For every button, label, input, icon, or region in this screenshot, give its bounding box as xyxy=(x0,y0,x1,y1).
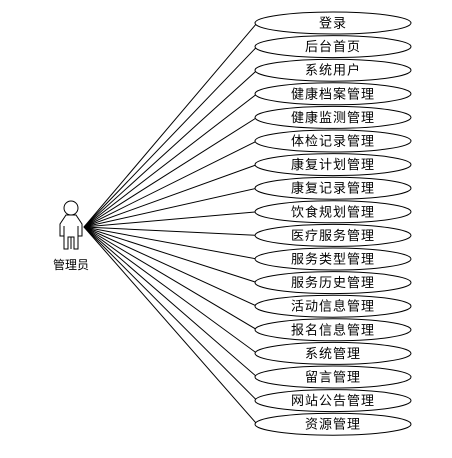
use-case-label: 网站公告管理 xyxy=(291,394,375,409)
association-line xyxy=(83,226,258,307)
use-case-ellipse xyxy=(254,389,412,413)
use-case-label: 报名信息管理 xyxy=(291,322,375,338)
use-case: 后台首页 xyxy=(254,35,412,59)
association-line xyxy=(83,22,258,228)
association-line xyxy=(83,226,258,354)
use-case-ellipse xyxy=(254,153,412,177)
use-case-ellipse xyxy=(254,11,412,35)
use-case: 活动信息管理 xyxy=(254,294,412,318)
association-line xyxy=(83,140,258,228)
use-case-label: 后台首页 xyxy=(305,40,361,55)
association-line xyxy=(83,46,258,228)
use-case: 康复记录管理 xyxy=(254,176,412,200)
use-case-label: 饮食规划管理 xyxy=(291,204,375,220)
association-line xyxy=(83,226,258,236)
association-line xyxy=(83,226,258,331)
association-line xyxy=(83,93,258,228)
use-case-ellipse xyxy=(254,412,412,436)
use-case-ellipse xyxy=(254,318,412,342)
association-line xyxy=(83,226,258,260)
use-case: 饮食规划管理 xyxy=(254,200,412,224)
use-case-label: 服务历史管理 xyxy=(291,275,375,291)
use-case-label: 留言管理 xyxy=(305,371,361,386)
use-case: 登录 xyxy=(254,11,412,35)
association-line xyxy=(83,226,258,425)
use-case-label: 服务类型管理 xyxy=(291,252,375,268)
use-case-ellipse xyxy=(254,129,412,153)
use-case-label: 登录 xyxy=(319,17,347,32)
use-case-label: 活动信息管理 xyxy=(291,299,375,315)
use-case-label: 康复记录管理 xyxy=(291,181,375,197)
use-case: 系统用户 xyxy=(254,58,412,82)
use-case: 体检记录管理 xyxy=(254,129,412,153)
use-case: 网站公告管理 xyxy=(254,389,412,413)
association-line xyxy=(83,187,258,228)
use-case-label: 系统用户 xyxy=(305,63,361,79)
use-case-ellipse xyxy=(254,294,412,318)
association-line xyxy=(83,69,258,228)
use-case: 报名信息管理 xyxy=(254,318,412,342)
stick-figure-actor-icon xyxy=(59,200,83,250)
use-case: 资源管理 xyxy=(254,412,412,436)
association-line xyxy=(83,211,258,228)
association-line xyxy=(83,116,258,228)
use-case: 健康档案管理 xyxy=(254,82,412,106)
use-case-label: 康复计划管理 xyxy=(291,157,375,173)
use-case: 医疗服务管理 xyxy=(254,223,412,247)
use-case: 系统管理 xyxy=(254,341,412,365)
use-case-ellipse xyxy=(254,105,412,129)
actor-label: 管理员 xyxy=(53,257,89,272)
use-case-label: 体检记录管理 xyxy=(291,135,375,150)
use-case-label: 健康档案管理 xyxy=(291,86,375,102)
use-case-ellipse xyxy=(254,365,412,389)
use-case-label: 医疗服务管理 xyxy=(291,228,375,244)
actor-administrator: 管理员 xyxy=(53,200,89,272)
use-case: 服务历史管理 xyxy=(254,271,412,295)
use-case-ellipse xyxy=(254,247,412,271)
use-case-ellipse xyxy=(254,200,412,224)
association-line xyxy=(83,226,258,378)
use-case: 健康监测管理 xyxy=(254,105,412,129)
association-line xyxy=(83,164,258,228)
association-lines xyxy=(83,22,258,425)
use-case-ellipse xyxy=(254,341,412,365)
use-case-label: 系统管理 xyxy=(305,347,361,362)
use-case-ellipse xyxy=(254,58,412,82)
use-case-ellipse xyxy=(254,176,412,200)
use-case: 留言管理 xyxy=(254,365,412,389)
association-line xyxy=(83,226,258,401)
association-line xyxy=(83,226,258,284)
use-case-ellipse xyxy=(254,82,412,106)
use-case: 康复计划管理 xyxy=(254,153,412,177)
use-case-label: 资源管理 xyxy=(305,418,361,433)
use-case-ellipse xyxy=(254,271,412,295)
use-case-ellipse xyxy=(254,35,412,59)
use-case-ellipse xyxy=(254,223,412,247)
use-case-list: 登录后台首页系统用户健康档案管理健康监测管理体检记录管理康复计划管理康复记录管理… xyxy=(254,11,412,436)
use-case: 服务类型管理 xyxy=(254,247,412,271)
use-case-label: 健康监测管理 xyxy=(291,110,375,126)
